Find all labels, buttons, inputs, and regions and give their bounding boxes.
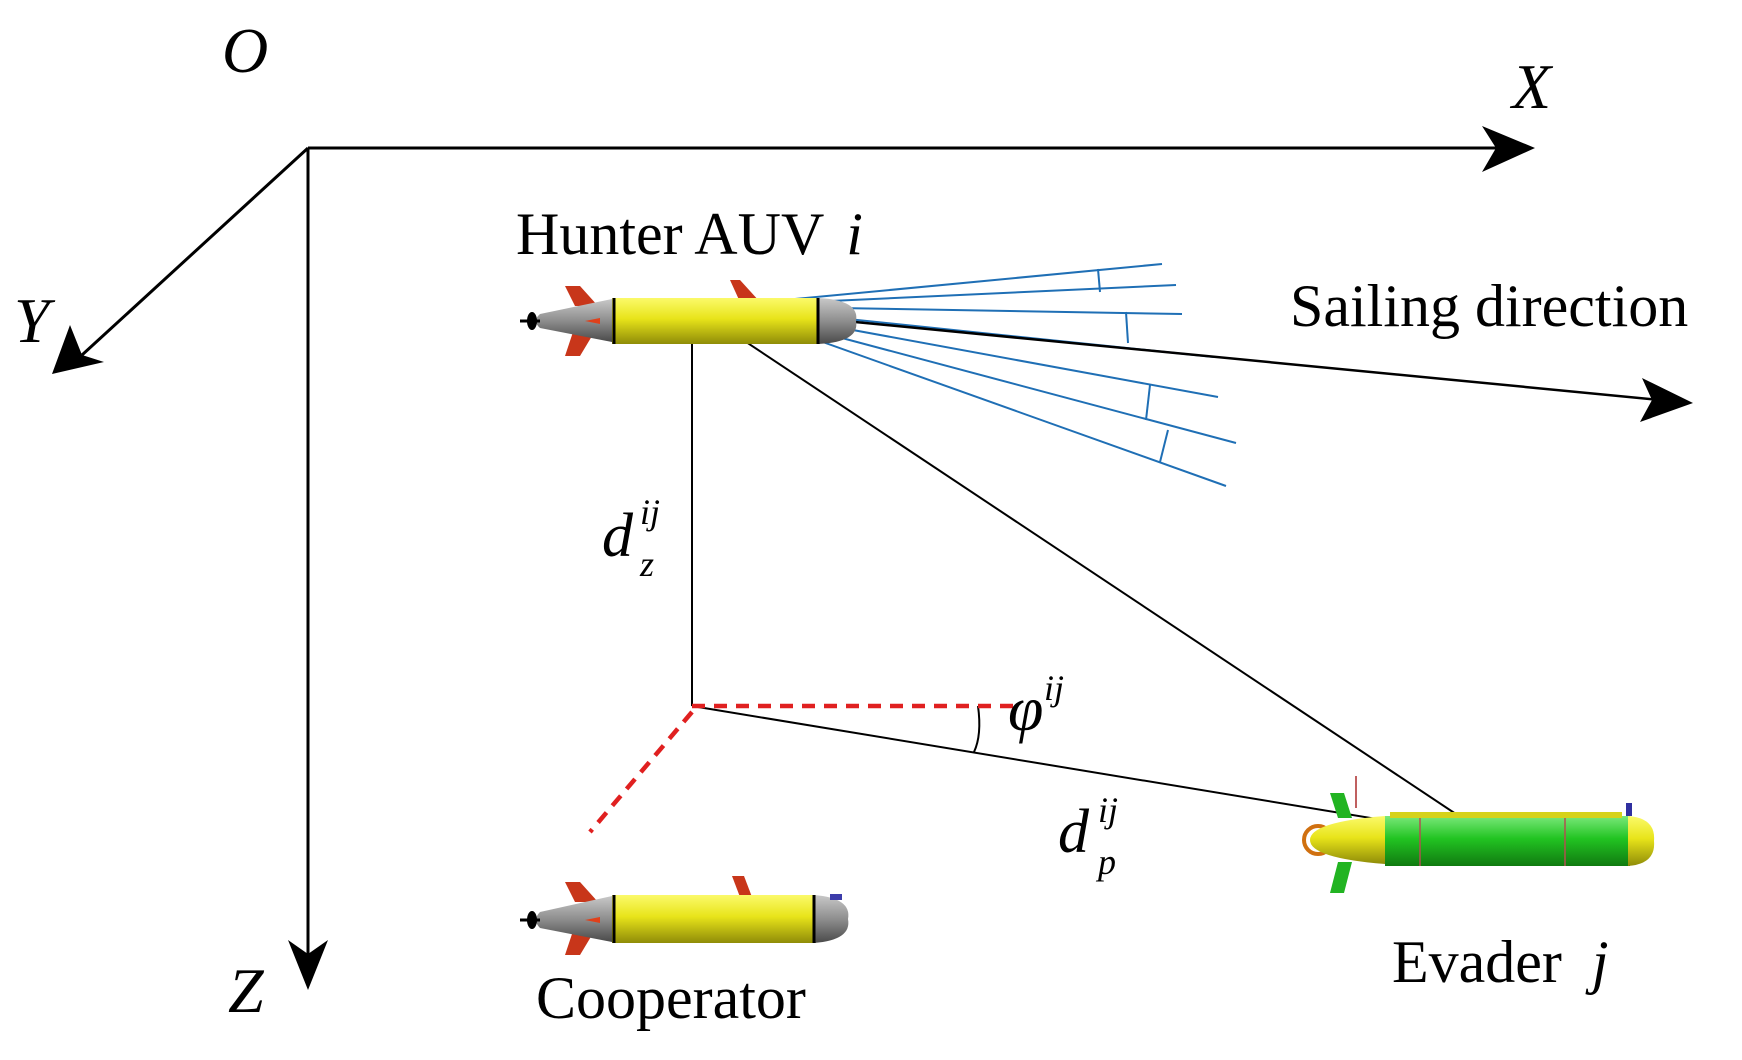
sailing-direction-label: Sailing direction	[1290, 273, 1688, 339]
y-axis	[80, 146, 310, 357]
azimuth-angle-symbol: φ ij	[1008, 668, 1064, 744]
z-axis-arrowhead	[288, 940, 328, 990]
cooperator-label: Cooperator	[536, 965, 806, 1031]
svg-text:ij: ij	[1098, 790, 1118, 830]
evader-auv	[1302, 776, 1655, 893]
svg-text:ij: ij	[640, 492, 660, 532]
x-axis-label: X	[1509, 51, 1554, 122]
svg-text:d: d	[602, 502, 634, 570]
sonar-beam-fan	[721, 263, 1237, 487]
svg-text:φ: φ	[1008, 673, 1043, 744]
y-axis-label: Y	[14, 285, 56, 356]
x-axis-arrowhead	[1482, 126, 1535, 172]
vertical-distance-symbol: d ij z	[602, 492, 660, 584]
hunter-auv	[520, 280, 857, 356]
origin-label: O	[222, 15, 268, 86]
cooperator-auv	[520, 876, 849, 955]
svg-text:ij: ij	[1044, 668, 1064, 708]
svg-text:z: z	[639, 544, 654, 584]
z-axis-label: Z	[228, 955, 265, 1026]
y-axis-arrowhead	[52, 325, 104, 374]
projection-lines	[588, 703, 1020, 834]
svg-text:d: d	[1058, 798, 1090, 866]
planar-distance-line	[691, 705, 1493, 839]
coordinate-axes	[52, 126, 1535, 990]
geometry-lines	[691, 305, 1493, 839]
hunter-evader-line	[691, 305, 1493, 839]
planar-distance-symbol: d ij p	[1058, 790, 1118, 882]
svg-text:p: p	[1095, 842, 1116, 882]
phi-angle-arc	[973, 705, 981, 753]
